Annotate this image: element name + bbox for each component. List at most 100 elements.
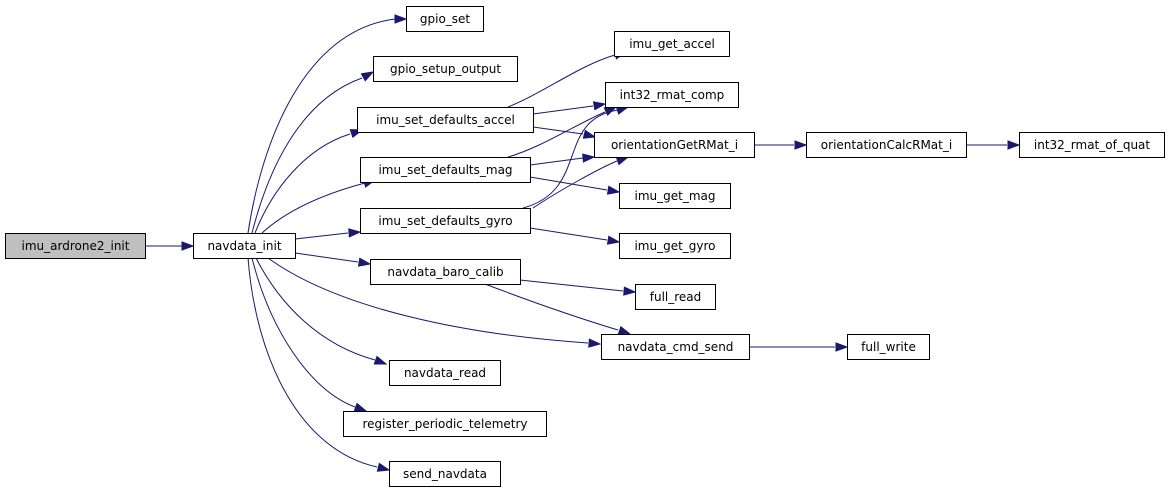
node-box: [389, 461, 501, 487]
edge-imu_set_defaults_gyro-to-orientationGetRMat_i: [532, 156, 630, 209]
edge-imu_set_defaults_accel-to-int32_rmat_comp: [532, 101, 607, 115]
node-label: imu_get_accel: [629, 37, 715, 51]
edge-line: [529, 227, 608, 241]
edge-navdata_init-to-imu_set_defaults_mag: [261, 178, 377, 234]
node-label: navdata_cmd_send: [618, 340, 734, 354]
node-box: [343, 411, 547, 437]
node-imu-get-mag[interactable]: imu_get_mag: [619, 183, 731, 209]
node-label: send_navdata: [403, 467, 487, 481]
node-int32-rmat-comp[interactable]: int32_rmat_comp: [605, 82, 739, 108]
node-box: [614, 31, 730, 57]
node-label: imu_set_defaults_accel: [376, 113, 515, 127]
node-box: [601, 334, 750, 360]
edge-line: [251, 77, 363, 234]
edge-line: [532, 126, 584, 135]
edge-line: [294, 252, 359, 263]
node-navdata-init[interactable]: navdata_init: [193, 233, 296, 259]
node-label: full_write: [861, 340, 916, 354]
edge-line: [247, 257, 378, 468]
node-label: imu_set_defaults_gyro: [378, 214, 512, 228]
edge-line: [529, 176, 608, 191]
node-box: [619, 233, 731, 259]
node-send-navdata[interactable]: send_navdata: [389, 461, 501, 487]
edge-navdata_baro_calib-to-full_read: [519, 279, 637, 296]
node-full-read[interactable]: full_read: [635, 284, 716, 310]
node-box: [635, 284, 716, 310]
edge-line: [247, 18, 396, 234]
edge-orientationCalcRMat_i-to-int32_rmat_of_quat: [966, 140, 1021, 150]
node-box: [360, 208, 531, 234]
node-label: int32_rmat_comp: [620, 88, 725, 102]
edge-line: [507, 111, 606, 158]
edge-navdata_init-to-gpio_set: [247, 14, 408, 234]
arrowhead-icon: [582, 129, 597, 139]
node-box: [847, 334, 930, 360]
edge-navdata_init-to-gpio_setup_output: [251, 71, 375, 234]
edge-line: [254, 133, 351, 234]
node-label: imu_set_defaults_mag: [378, 163, 512, 177]
edge-line: [532, 160, 618, 209]
edge-line: [251, 257, 356, 408]
node-imu-set-defaults-gyro[interactable]: imu_set_defaults_gyro: [360, 208, 531, 234]
arrowhead-icon: [360, 71, 375, 82]
node-imu-set-defaults-accel[interactable]: imu_set_defaults_accel: [357, 107, 534, 133]
arrowhead-icon: [835, 342, 849, 352]
node-navdata-baro-calib[interactable]: navdata_baro_calib: [370, 259, 521, 285]
arrowhead-icon: [376, 462, 391, 472]
node-full-write[interactable]: full_write: [847, 334, 930, 360]
arrowhead-icon: [394, 14, 408, 24]
node-imu-ardrone2-init: imu_ardrone2_init: [5, 233, 146, 259]
edge-line: [294, 232, 349, 240]
arrowhead-icon: [606, 185, 621, 195]
node-orientationCalcRMat-i[interactable]: orientationCalcRMat_i: [806, 132, 967, 158]
node-box: [193, 233, 296, 259]
edge-navdata_init-to-imu_set_defaults_accel: [254, 129, 364, 234]
edge-imu_set_defaults_mag-to-imu_get_mag: [529, 176, 621, 195]
edge-line: [507, 54, 616, 108]
arrowhead-icon: [348, 228, 362, 238]
node-box: [389, 360, 501, 386]
edge-line: [255, 257, 376, 361]
arrowhead-icon: [1007, 140, 1021, 150]
arrowhead-icon: [623, 286, 637, 296]
node-navdata-read[interactable]: navdata_read: [389, 360, 501, 386]
node-box: [619, 183, 731, 209]
node-label: gpio_set: [420, 12, 471, 26]
edge-imu_set_defaults_accel-to-orientationGetRMat_i: [532, 126, 597, 139]
node-gpio-setup-output[interactable]: gpio_setup_output: [373, 56, 518, 82]
node-label: imu_get_gyro: [634, 239, 715, 253]
edge-navdata_init-to-navdata_cmd_send: [267, 257, 602, 348]
edge-line: [532, 105, 594, 115]
edge-line: [484, 283, 619, 331]
edge-line: [529, 157, 584, 166]
edge-imu_set_defaults_gyro-to-imu_get_gyro: [529, 227, 621, 245]
node-label: full_read: [650, 290, 702, 304]
node-label: imu_ardrone2_init: [22, 239, 130, 253]
node-label: orientationGetRMat_i: [611, 138, 738, 152]
edge-navdata_init-to-navdata_baro_calib: [294, 252, 372, 267]
node-gpio-set[interactable]: gpio_set: [406, 6, 484, 32]
node-imu-get-gyro[interactable]: imu_get_gyro: [619, 233, 731, 259]
node-register-periodic-telemetry[interactable]: register_periodic_telemetry: [343, 411, 547, 437]
node-box: [1019, 132, 1165, 158]
edge-navdata_baro_calib-to-navdata_cmd_send: [484, 283, 632, 335]
node-label: orientationCalcRMat_i: [821, 138, 952, 152]
node-label: navdata_baro_calib: [387, 265, 503, 279]
edge-imu_set_defaults_mag-to-orientationGetRMat_i: [529, 153, 596, 166]
node-box: [594, 132, 755, 158]
node-navdata-cmd-send[interactable]: navdata_cmd_send: [601, 334, 750, 360]
node-label: register_periodic_telemetry: [362, 417, 527, 431]
node-box: [5, 233, 146, 259]
node-int32-rmat-of-quat[interactable]: int32_rmat_of_quat: [1019, 132, 1165, 158]
arrowhead-icon: [617, 325, 632, 335]
node-imu-set-defaults-mag[interactable]: imu_set_defaults_mag: [360, 157, 531, 183]
node-orientationGetRMat-i[interactable]: orientationGetRMat_i: [594, 132, 755, 158]
arrowhead-icon: [794, 140, 808, 150]
node-imu-get-accel[interactable]: imu_get_accel: [614, 31, 730, 57]
arrowhead-icon: [582, 153, 596, 163]
nodes-layer: imu_ardrone2_init navdata_init gpio_setgpi…: [5, 6, 1165, 487]
node-box: [373, 56, 518, 82]
node-box: [360, 157, 531, 183]
arrowhead-icon: [353, 402, 368, 412]
arrowhead-icon: [357, 257, 372, 267]
